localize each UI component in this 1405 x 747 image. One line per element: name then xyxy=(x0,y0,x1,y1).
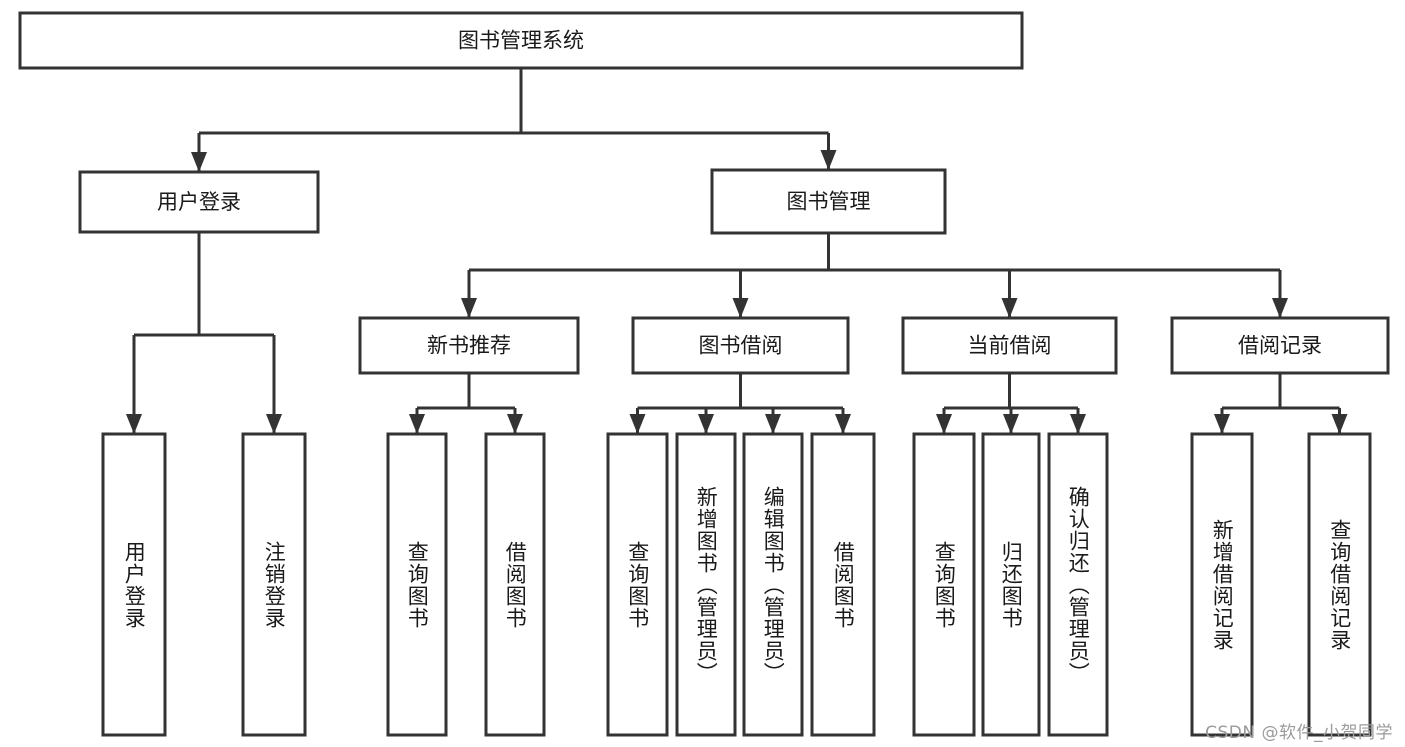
arrowhead-leaf-当前借阅-1 xyxy=(1003,414,1019,434)
node-level2-1[interactable] xyxy=(631,316,850,375)
node-level2-label-0: 新书推荐 xyxy=(427,334,511,358)
arrowhead-level2-1 xyxy=(732,298,749,318)
arrowhead-level1-0 xyxy=(191,152,207,172)
node-root[interactable] xyxy=(18,11,1024,70)
arrowhead-leaf-图书借阅-3 xyxy=(835,414,851,434)
arrowhead-leaf-当前借阅-2 xyxy=(1070,414,1086,434)
node-leaf-4[interactable] xyxy=(606,432,669,737)
node-level2-label-3: 借阅记录 xyxy=(1238,334,1322,358)
node-leaf-6[interactable] xyxy=(742,432,804,737)
node-root-label: 图书管理系统 xyxy=(458,29,584,53)
arrowhead-leaf-新书推荐-1 xyxy=(507,414,523,434)
node-level2-label-2: 当前借阅 xyxy=(968,334,1052,358)
node-leaf-5[interactable] xyxy=(675,432,737,737)
arrowhead-leaf-新书推荐-0 xyxy=(409,414,425,434)
node-level1-0[interactable] xyxy=(78,170,320,234)
node-boxes-group xyxy=(18,11,1390,737)
arrowhead-level2-3 xyxy=(1272,298,1288,318)
node-leaf-3[interactable] xyxy=(484,432,546,737)
arrowhead-leaf-用户登录-1 xyxy=(266,414,282,434)
node-level2-label-1: 图书借阅 xyxy=(699,334,783,358)
arrowhead-leaf-图书借阅-1 xyxy=(698,414,714,434)
node-leaf-2[interactable] xyxy=(386,432,448,737)
arrowhead-level2-0 xyxy=(461,298,477,318)
arrowhead-leaf-图书借阅-0 xyxy=(629,414,646,434)
arrowhead-leaf-借阅记录-0 xyxy=(1214,414,1230,434)
node-leaf-1[interactable] xyxy=(241,432,307,737)
node-leaf-10[interactable] xyxy=(1047,432,1109,737)
node-level1-label-0: 用户登录 xyxy=(157,190,241,214)
arrowhead-leaf-当前借阅-0 xyxy=(936,414,952,434)
node-level2-0[interactable] xyxy=(358,316,580,375)
node-level2-2[interactable] xyxy=(901,316,1118,375)
arrowhead-leaf-用户登录-0 xyxy=(126,414,142,434)
node-level1-1[interactable] xyxy=(710,168,947,235)
node-leaf-12[interactable] xyxy=(1307,432,1372,737)
node-leaf-9[interactable] xyxy=(981,432,1041,737)
arrowhead-leaf-图书借阅-2 xyxy=(765,414,781,434)
node-level2-3[interactable] xyxy=(1170,316,1390,375)
csdn-watermark: CSDN @软件_小贺同学 xyxy=(1205,723,1393,743)
node-level1-label-1: 图书管理 xyxy=(787,190,871,214)
node-leaf-0[interactable] xyxy=(101,432,167,737)
arrowhead-level2-2 xyxy=(1001,298,1018,318)
arrowhead-level1-1 xyxy=(820,150,837,170)
node-leaf-11[interactable] xyxy=(1190,432,1254,737)
arrowhead-leaf-借阅记录-1 xyxy=(1331,414,1348,434)
connector-lines-group xyxy=(126,68,1348,434)
node-leaf-7[interactable] xyxy=(810,432,876,737)
node-leaf-8[interactable] xyxy=(912,432,976,737)
